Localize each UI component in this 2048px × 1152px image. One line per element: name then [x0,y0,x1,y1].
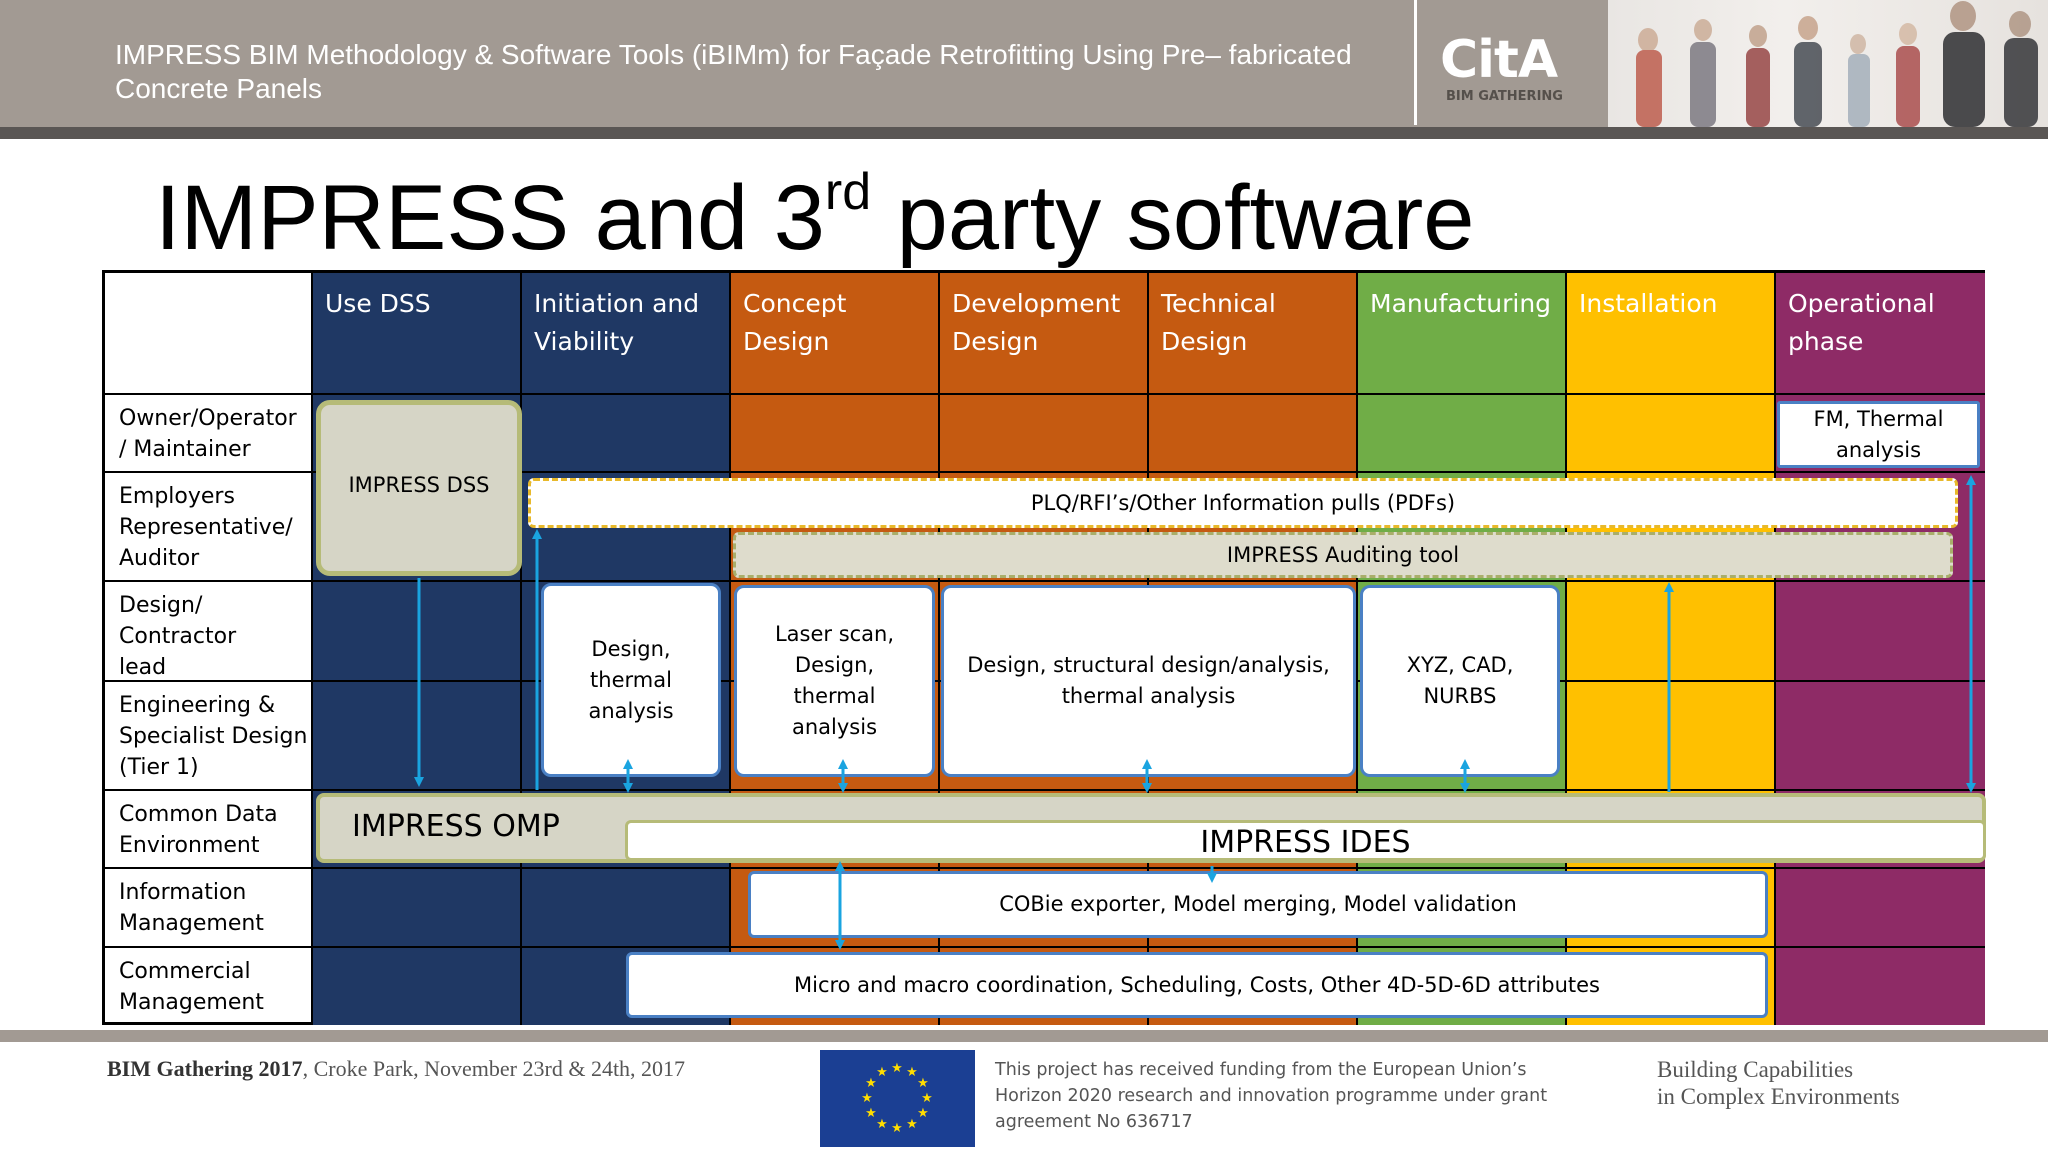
svg-text:★: ★ [876,1065,888,1080]
impress-auditing-tool-box: IMPRESS Auditing tool [733,532,1953,578]
gridline [105,393,1985,395]
row-header-owner: Owner/Operator / Maintainer [119,406,297,462]
column-header-use-dss: Use DSS [325,289,431,318]
gridline [938,273,940,1025]
column-header-operational: Operational phase [1788,289,1935,356]
gridline [1565,273,1567,1025]
column-header-installation: Installation [1579,289,1718,318]
cita-logo-subtitle: BIM GATHERING [1446,89,1563,104]
row-header-engineering: Engineering & Specialist Design (Tier 1) [119,693,308,780]
gridline [1356,273,1358,1025]
row-header-cde: Common Data Environment [119,802,278,858]
gridline [105,580,1985,582]
cita-logo: CitA [1440,30,1558,90]
dev-technical-design-box: Design, structural design/analysis, ther… [941,585,1356,777]
tagline: Building Capabilities in Complex Environ… [1657,1056,1900,1110]
svg-text:★: ★ [865,1106,877,1121]
gridline [520,273,522,1025]
column-header-manufacturing: Manufacturing [1370,289,1552,318]
gridline [105,471,1985,473]
people-photo [1608,0,2048,127]
svg-text:★: ★ [891,1121,903,1136]
column-header-technical: Technical Design [1161,289,1276,356]
header-bar [0,127,2048,139]
presentation-title: IMPRESS BIM Methodology & Software Tools… [115,39,1352,104]
cobie-exporter-box: COBie exporter, Model merging, Model val… [748,871,1768,938]
header-banner: IMPRESS BIM Methodology & Software Tools… [0,0,2048,127]
plq-rfi-box: PLQ/RFI’s/Other Information pulls (PDFs) [528,478,1958,528]
slide-title-rest: party software [871,167,1475,269]
svg-text:★: ★ [917,1106,929,1121]
concept-design-box: Laser scan, Design, thermal analysis [734,585,935,777]
row-header-design-contractor: Design/ Contractor lead [119,593,237,680]
svg-text:★: ★ [906,1117,918,1132]
column-bg-use-dss [312,273,521,1025]
impress-ides-box: IMPRESS IDES [625,820,1986,861]
svg-text:★: ★ [906,1065,918,1080]
funding-statement: This project has received funding from t… [995,1060,1548,1132]
row-header-commercial: Commercial Management [119,959,264,1015]
manufacturing-box: XYZ, CAD, NURBS [1360,585,1560,777]
column-header-initiation: Initiation and Viability [534,289,700,356]
svg-text:★: ★ [865,1076,877,1091]
event-info: BIM Gathering 2017, Croke Park, November… [107,1056,685,1082]
svg-text:★: ★ [891,1061,903,1076]
event-name: BIM Gathering 2017 [107,1056,303,1081]
commercial-coordination-box: Micro and macro coordination, Scheduling… [626,952,1768,1018]
svg-text:★: ★ [861,1091,873,1106]
eu-stars-graphic: ★ ★ ★ ★ ★ ★ ★ ★ ★ ★ ★ ★ [861,1061,933,1136]
row-header-info-mgmt: Information Management [119,880,264,936]
gridline [105,946,1985,948]
people-photo-graphic [1636,1,2038,127]
gridline [311,273,313,1025]
gridline [105,789,1985,791]
tagline-line-2: in Complex Environments [1657,1084,1900,1109]
column-bg-operational [1775,273,1985,1025]
slide-title-main: IMPRESS and 3 [155,167,825,269]
eu-flag-icon: ★ ★ ★ ★ ★ ★ ★ ★ ★ ★ ★ ★ [820,1050,975,1147]
event-details: , Croke Park, November 23rd & 24th, 2017 [302,1056,686,1081]
fm-thermal-box: FM, Thermal analysis [1777,401,1980,468]
svg-text:★: ★ [921,1091,933,1106]
slide-title: IMPRESS and 3rd party software [155,163,1475,282]
footer-bar [0,1030,2048,1042]
slide-title-superscript: rd [824,163,872,221]
svg-text:★: ★ [876,1117,888,1132]
initiation-design-box: Design, thermal analysis [541,583,721,777]
gridline [729,273,731,1025]
gridline [105,867,1985,869]
column-header-concept: Concept Design [743,289,847,356]
impress-dss-box: IMPRESS DSS [316,400,522,576]
gridline [1774,273,1776,1025]
svg-text:★: ★ [917,1076,929,1091]
header-divider [1414,0,1417,125]
row-header-employers: Employers Representative/ Auditor [119,484,293,571]
column-header-development: Development Design [952,289,1121,356]
tagline-line-1: Building Capabilities [1657,1057,1854,1082]
